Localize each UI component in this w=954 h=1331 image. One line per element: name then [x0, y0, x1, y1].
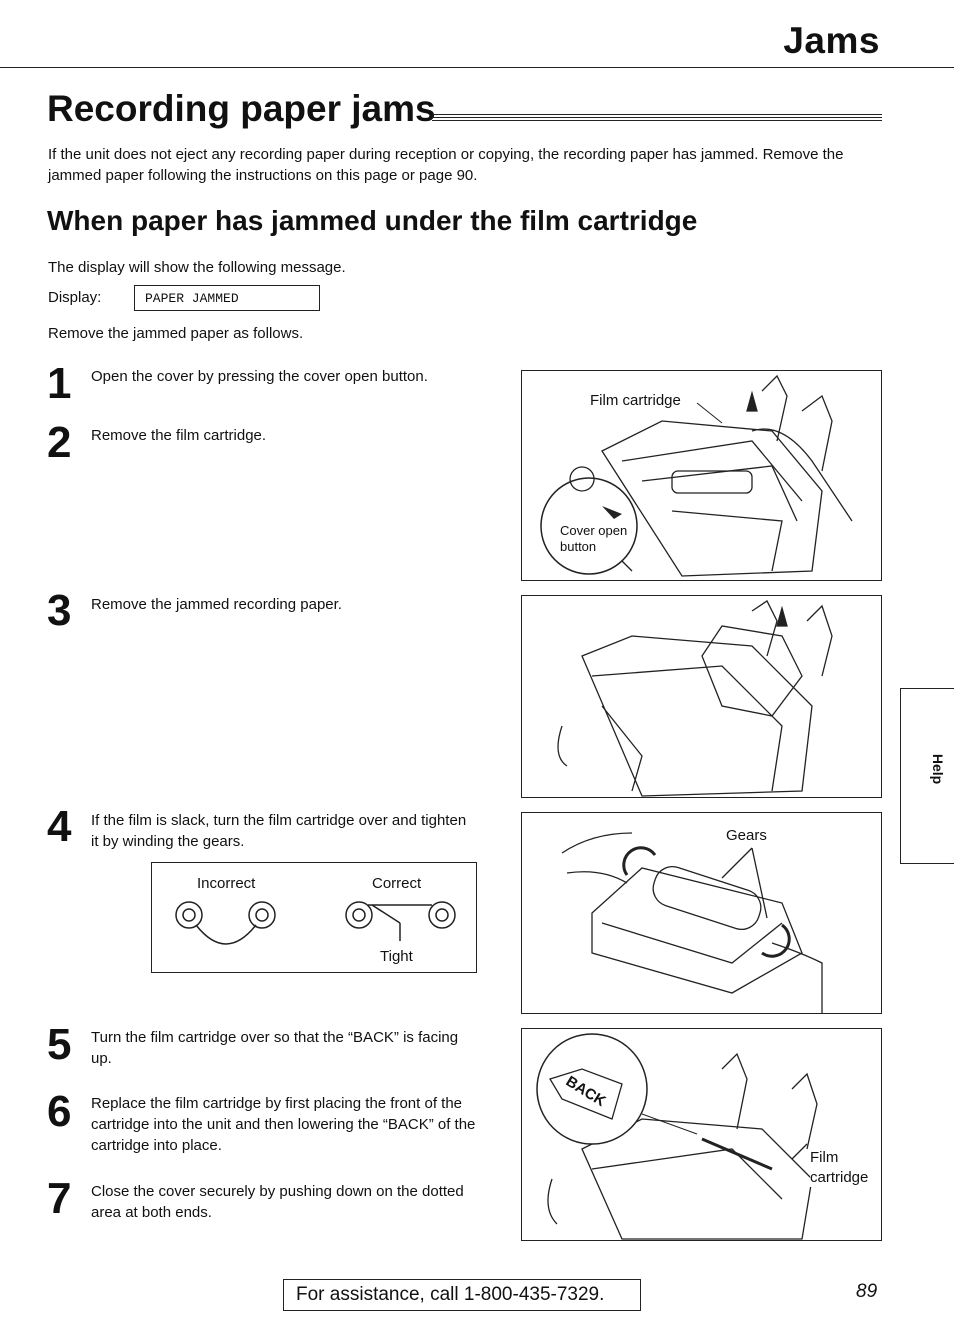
step-number: 5 — [47, 1020, 72, 1069]
tight-label: Tight — [380, 948, 413, 965]
page-number: 89 — [856, 1281, 878, 1302]
figure-gears: Gears — [521, 812, 882, 1014]
figure-open-cover: Film cartridge Cover open button — [521, 370, 882, 581]
step-number: 6 — [47, 1087, 72, 1136]
section-title: Jams — [783, 20, 880, 61]
correct-label: Correct — [372, 875, 422, 892]
step-number: 3 — [47, 586, 72, 635]
fax-open-illustration — [540, 374, 853, 577]
film-cartridge-illustration — [561, 832, 823, 1013]
film-label-line2: cartridge — [810, 1169, 869, 1187]
gears-label: Gears — [726, 827, 767, 844]
step-number: 7 — [47, 1174, 72, 1223]
step-number: 4 — [47, 802, 72, 851]
section-subtitle: When paper has jammed under the film car… — [47, 205, 698, 236]
step-number: 1 — [47, 359, 72, 408]
display-label: Display: — [48, 289, 102, 306]
assistance-box: For assistance, call 1-800-435-7329. — [283, 1279, 641, 1311]
step-text: Remove the jammed recording paper. — [91, 596, 342, 613]
figure-replace-cartridge: BACK Film cartridge — [521, 1028, 882, 1241]
page-title: Recording paper jams — [47, 88, 436, 129]
display-intro: The display will show the following mess… — [48, 259, 346, 276]
side-tab-label: Help — [930, 753, 947, 785]
step-text: Close the cover securely by pushing down… — [91, 1183, 464, 1221]
display-message: PAPER JAMMED — [134, 285, 320, 311]
header-rule — [0, 67, 954, 68]
step-text: Open the cover by pressing the cover ope… — [91, 368, 428, 385]
step-text: Turn the film cartridge over so that the… — [91, 1029, 459, 1067]
step-number: 2 — [47, 418, 72, 467]
remove-intro: Remove the jammed paper as follows. — [48, 325, 304, 342]
figure-remove-paper — [521, 595, 882, 798]
film-roll-diagram — [175, 901, 456, 945]
film-label-line1: Film — [810, 1149, 839, 1167]
intro-paragraph: If the unit does not eject any recording… — [48, 146, 844, 184]
cover-open-label-line1: Cover open — [560, 523, 628, 538]
help-side-tab: Help — [900, 688, 954, 864]
title-rules — [432, 114, 882, 126]
step-text: If the film is slack, turn the film cart… — [91, 812, 467, 850]
incorrect-label: Incorrect — [197, 875, 256, 892]
fax-replace-illustration — [536, 1033, 818, 1240]
slack-diagram: Incorrect Correct Tight — [151, 862, 477, 973]
step-text: Remove the film cartridge. — [91, 427, 267, 444]
film-cartridge-label: Film cartridge — [590, 392, 681, 410]
step-text: Replace the film cartridge by first plac… — [91, 1095, 476, 1154]
fax-paper-illustration — [557, 600, 833, 797]
cover-open-label-line2: button — [560, 539, 597, 554]
